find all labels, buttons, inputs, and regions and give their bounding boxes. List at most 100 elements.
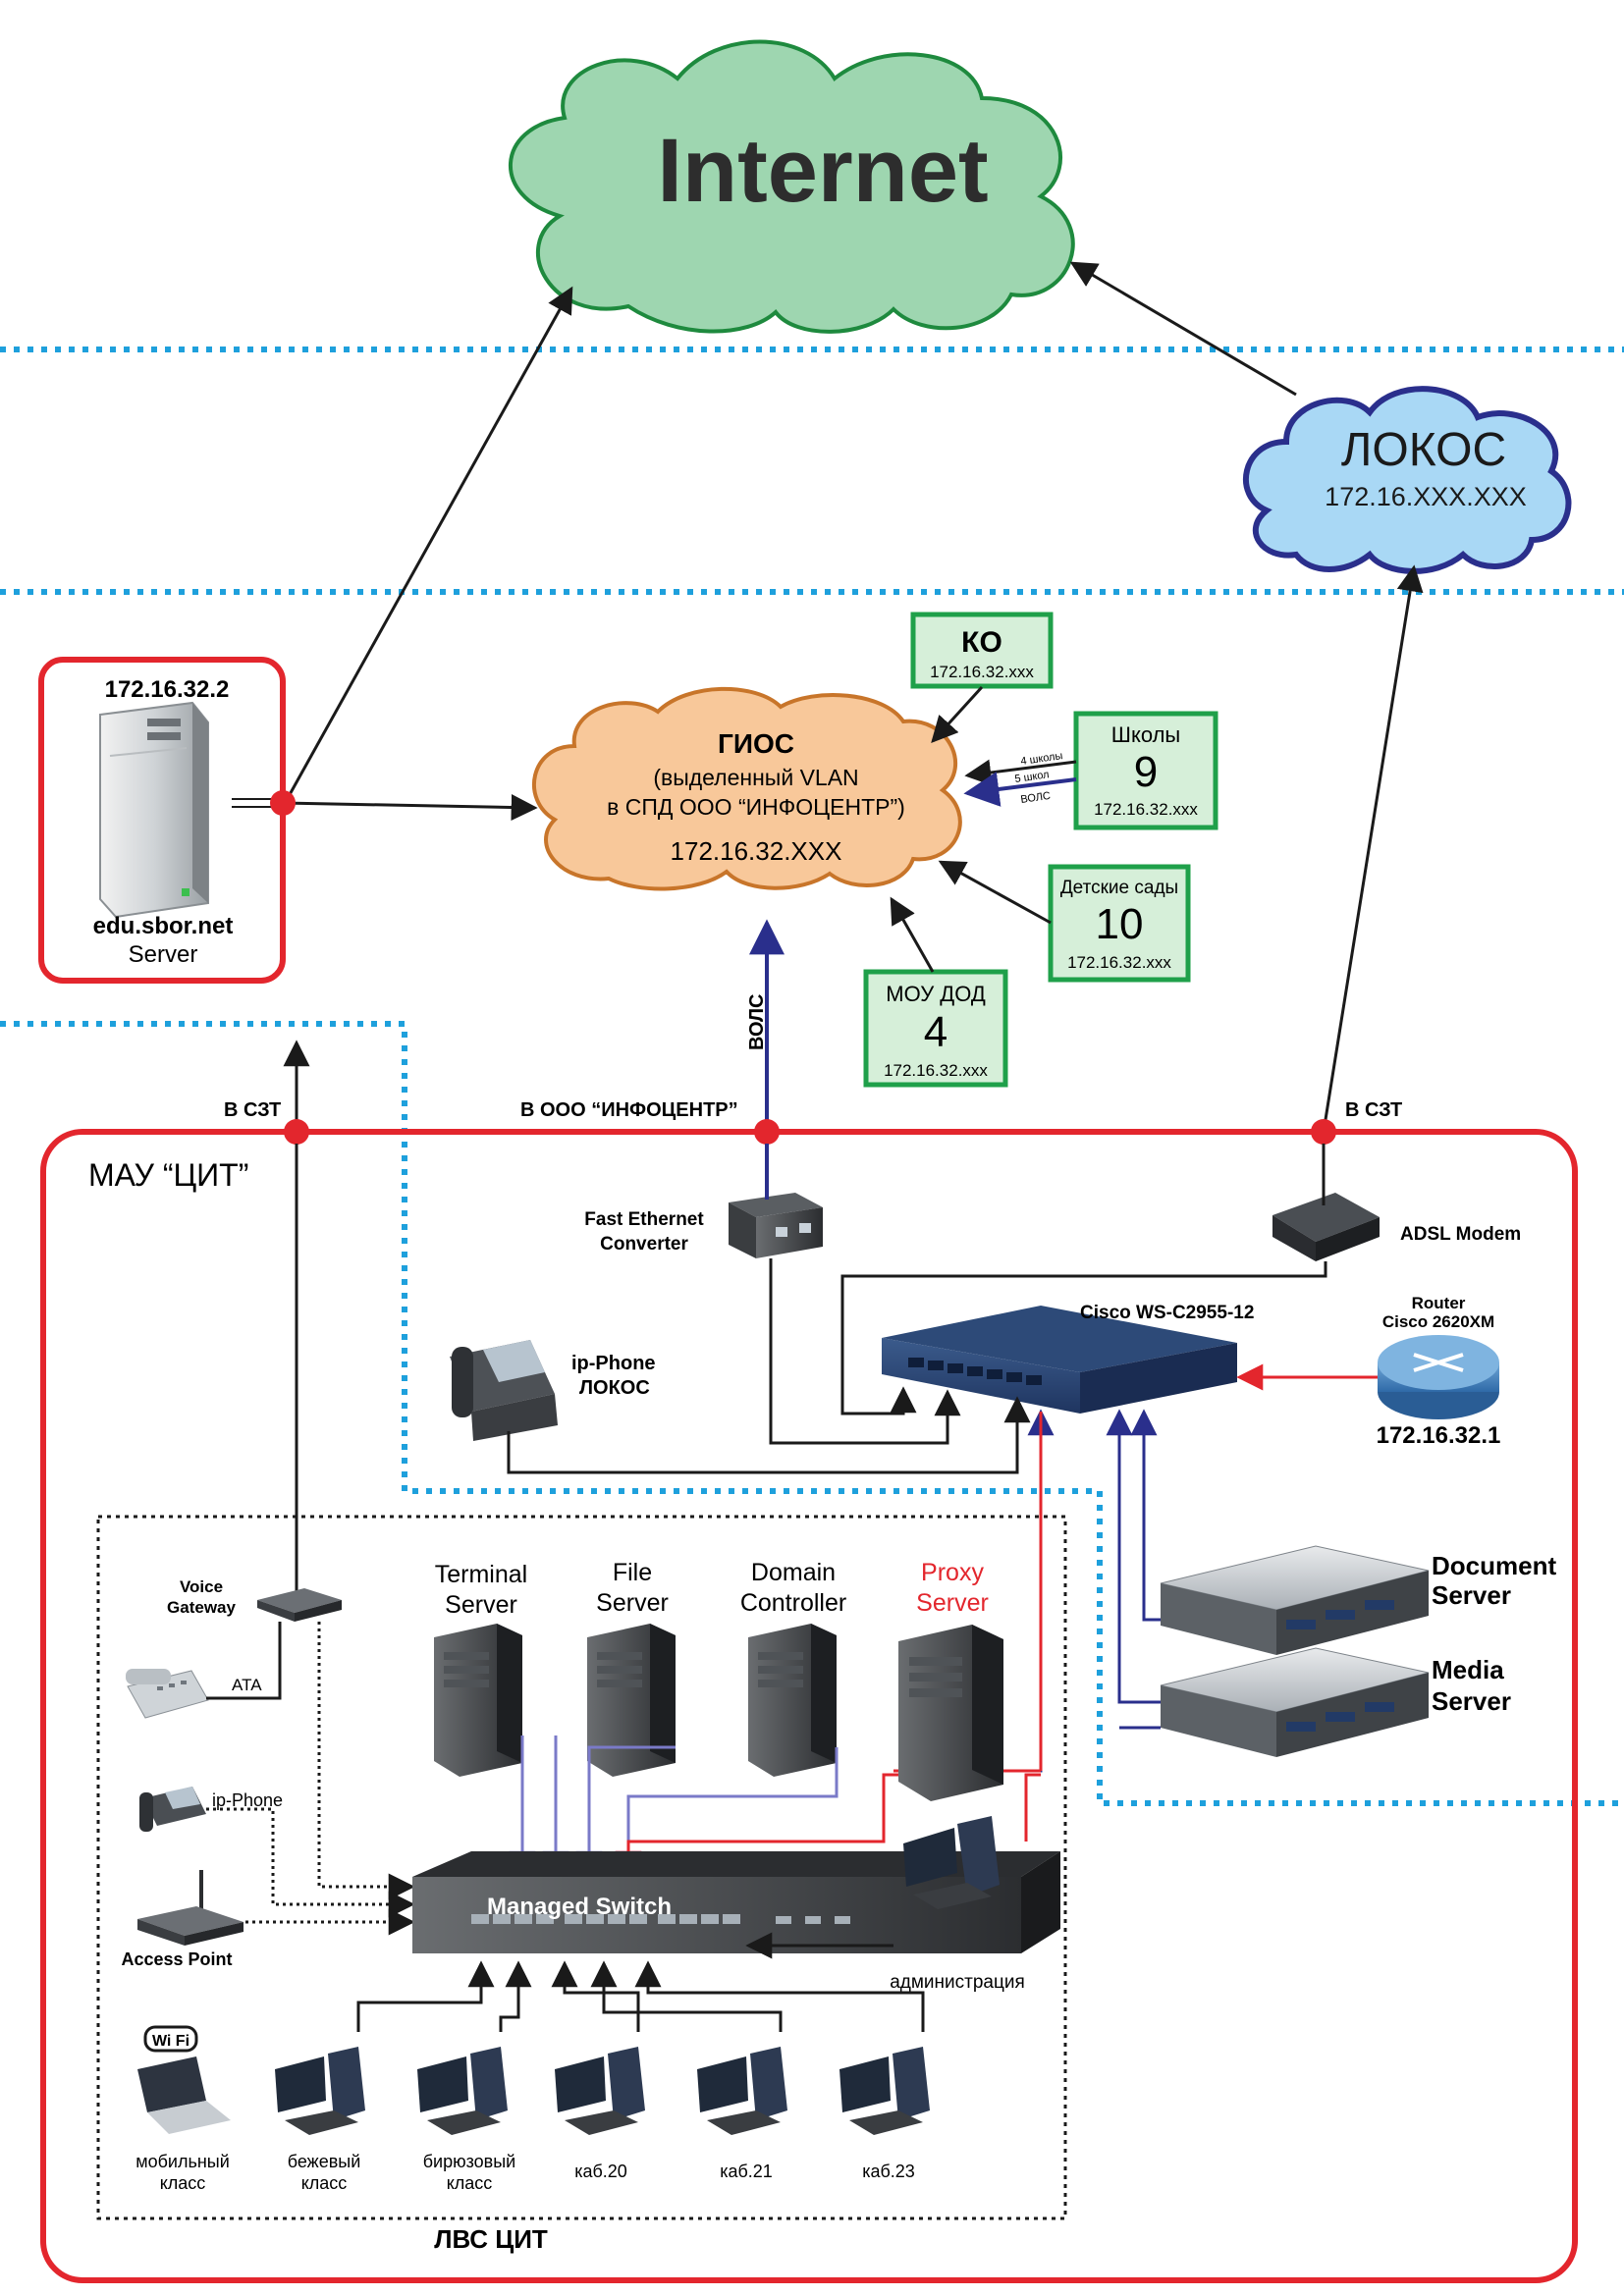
terminal-server-icon <box>434 1624 522 1777</box>
lan-box <box>96 1515 1067 2220</box>
lokos-name: ЛОКОС <box>1341 424 1506 476</box>
server-labels: Terminal Server File Server Domain Contr… <box>435 1559 989 1619</box>
fe-converter-line2: Converter <box>600 1234 688 1255</box>
pc-room21-icon <box>697 2047 787 2135</box>
moudod-ip: 172.16.32.xxx <box>884 1061 988 1080</box>
media-server-icon <box>1160 1647 1430 1757</box>
client-mobile-line1: мобильный <box>135 2152 230 2171</box>
ipphone-lokos-icon <box>450 1340 558 1441</box>
schools-title: Школы <box>1111 722 1180 747</box>
zone-separators <box>0 347 1624 1806</box>
admin-label: администрация <box>890 1972 1025 1993</box>
ko-title: КО <box>961 626 1002 659</box>
moudod-box: МОУ ДОД 4 172.16.32.xxx <box>863 969 1008 1088</box>
media-server-line1: Media <box>1432 1655 1504 1684</box>
server-tower-icon <box>99 701 209 919</box>
pc-turquoise-icon <box>417 2047 508 2135</box>
schools-box: Школы 9 172.16.32.xxx <box>1073 711 1218 830</box>
file-server-line2: Server <box>596 1589 669 1617</box>
pc-room20-icon <box>555 2047 645 2135</box>
lokos-ip: 172.16.XXX.XXX <box>1325 482 1527 511</box>
client-room23: каб.23 <box>862 2162 915 2181</box>
ko-box: КО 172.16.32.xxx <box>910 612 1054 689</box>
ipphone-lokos-line1: ip-Phone <box>571 1353 656 1374</box>
router-line2: Cisco 2620XM <box>1382 1312 1494 1331</box>
kindergartens-title: Детские сады <box>1060 878 1178 898</box>
desk-phone-icon <box>126 1669 209 1719</box>
client-mobile-line2: класс <box>160 2173 206 2193</box>
cisco-label: Cisco WS-C2955-12 <box>1080 1303 1254 1323</box>
client-switch-links <box>356 1960 925 2032</box>
server-ip: 172.16.32.2 <box>105 676 230 703</box>
schools-ip: 172.16.32.xxx <box>1094 800 1198 819</box>
schools-link-c: ВОЛС <box>1020 790 1052 806</box>
szt-left-label: В СЗТ <box>224 1099 281 1121</box>
document-server-line2: Server <box>1432 1580 1511 1610</box>
kindergartens-ip: 172.16.32.xxx <box>1067 953 1171 972</box>
managed-switch-icon <box>412 1851 1060 1953</box>
edu-server-box: 172.16.32.2 edu.sbor.net Server <box>38 657 286 984</box>
lokos-cloud: ЛОКОС 172.16.XXX.XXX <box>1242 386 1572 574</box>
router-line1: Router <box>1412 1294 1466 1312</box>
wifi-badge-icon: Wi Fi <box>143 2025 198 2053</box>
access-point-icon <box>137 1870 244 1946</box>
domain-controller-line1: Domain <box>751 1559 836 1586</box>
mau-box <box>40 1129 1578 2283</box>
fe-converter-line1: Fast Ethernet <box>584 1209 704 1230</box>
laptop-icon <box>137 2056 231 2134</box>
file-server-icon <box>587 1624 676 1777</box>
fe-converter <box>729 1193 823 1258</box>
kindergartens-box: Детские сады 10 172.16.32.xxx <box>1048 864 1191 983</box>
schools-link-b: 5 школ <box>1014 769 1051 785</box>
server-domain: edu.sbor.net <box>93 913 234 939</box>
voice-gateway-line1: Voice <box>180 1577 223 1596</box>
lan-dotted-links <box>206 1622 415 1936</box>
gios-ip: 172.16.32.XXX <box>671 836 842 866</box>
document-server-line1: Document <box>1432 1551 1556 1580</box>
schools-link-labels: 4 школы 5 школ ВОЛС <box>1014 750 1063 806</box>
domain-controller-icon <box>748 1624 837 1777</box>
voice-gateway-icon <box>257 1588 342 1622</box>
voice-gateway-line2: Gateway <box>167 1598 236 1617</box>
adsl-label: ADSL Modem <box>1400 1224 1521 1245</box>
proxy-server-icon <box>898 1625 1003 1801</box>
ata-link <box>206 1622 282 1700</box>
client-turquoise-line1: бирюзовый <box>423 2152 516 2171</box>
szt-right-label: В СЗТ <box>1345 1099 1402 1121</box>
terminal-server-line1: Terminal <box>435 1561 527 1588</box>
admin-pc-icon <box>903 1816 1000 1909</box>
proxy-server-line2: Server <box>916 1589 989 1617</box>
client-beige-line1: бежевый <box>288 2152 361 2171</box>
media-server-line2: Server <box>1432 1686 1511 1716</box>
router-icon <box>1378 1335 1499 1419</box>
cisco-switch <box>882 1306 1237 1414</box>
infocenter-label: В ООО “ИНФОЦЕНТР” <box>520 1099 738 1121</box>
ipphone-lokos-line2: ЛОКОС <box>579 1377 650 1399</box>
gios-cloud: ГИОС (выделенный VLAN в СПД ООО “ИНФОЦЕН… <box>531 686 962 891</box>
pc-room23-icon <box>839 2047 930 2135</box>
document-server-icon <box>1160 1545 1430 1655</box>
client-room21: каб.21 <box>720 2162 773 2181</box>
ipphone-icon <box>139 1787 206 1832</box>
mau-links <box>295 1144 1378 1773</box>
internet-cloud: Internet <box>508 39 1075 334</box>
servers-row <box>434 1624 1003 1801</box>
internet-label: Internet <box>657 121 988 221</box>
gios-line1: (выделенный VLAN <box>653 765 858 790</box>
lan-title: ЛВС ЦИТ <box>434 2224 548 2254</box>
schools-link-a: 4 школы <box>1020 750 1063 768</box>
terminal-server-line2: Server <box>445 1591 517 1619</box>
moudod-title: МОУ ДОД <box>886 982 986 1006</box>
gios-line2: в СПД ООО “ИНФОЦЕНТР”) <box>607 794 905 820</box>
router-ip: 172.16.32.1 <box>1377 1422 1501 1449</box>
ata-label: ATA <box>232 1676 262 1694</box>
client-room20: каб.20 <box>574 2162 627 2181</box>
client-beige-line2: класс <box>301 2173 348 2193</box>
proxy-server-line1: Proxy <box>921 1559 984 1586</box>
managed-switch-label: Managed Switch <box>487 1894 672 1920</box>
clients-row: Wi Fi <box>137 2025 930 2135</box>
moudod-count: 4 <box>924 1008 947 1056</box>
server-role: Server <box>129 941 198 968</box>
client-turquoise-line2: класс <box>447 2173 493 2193</box>
